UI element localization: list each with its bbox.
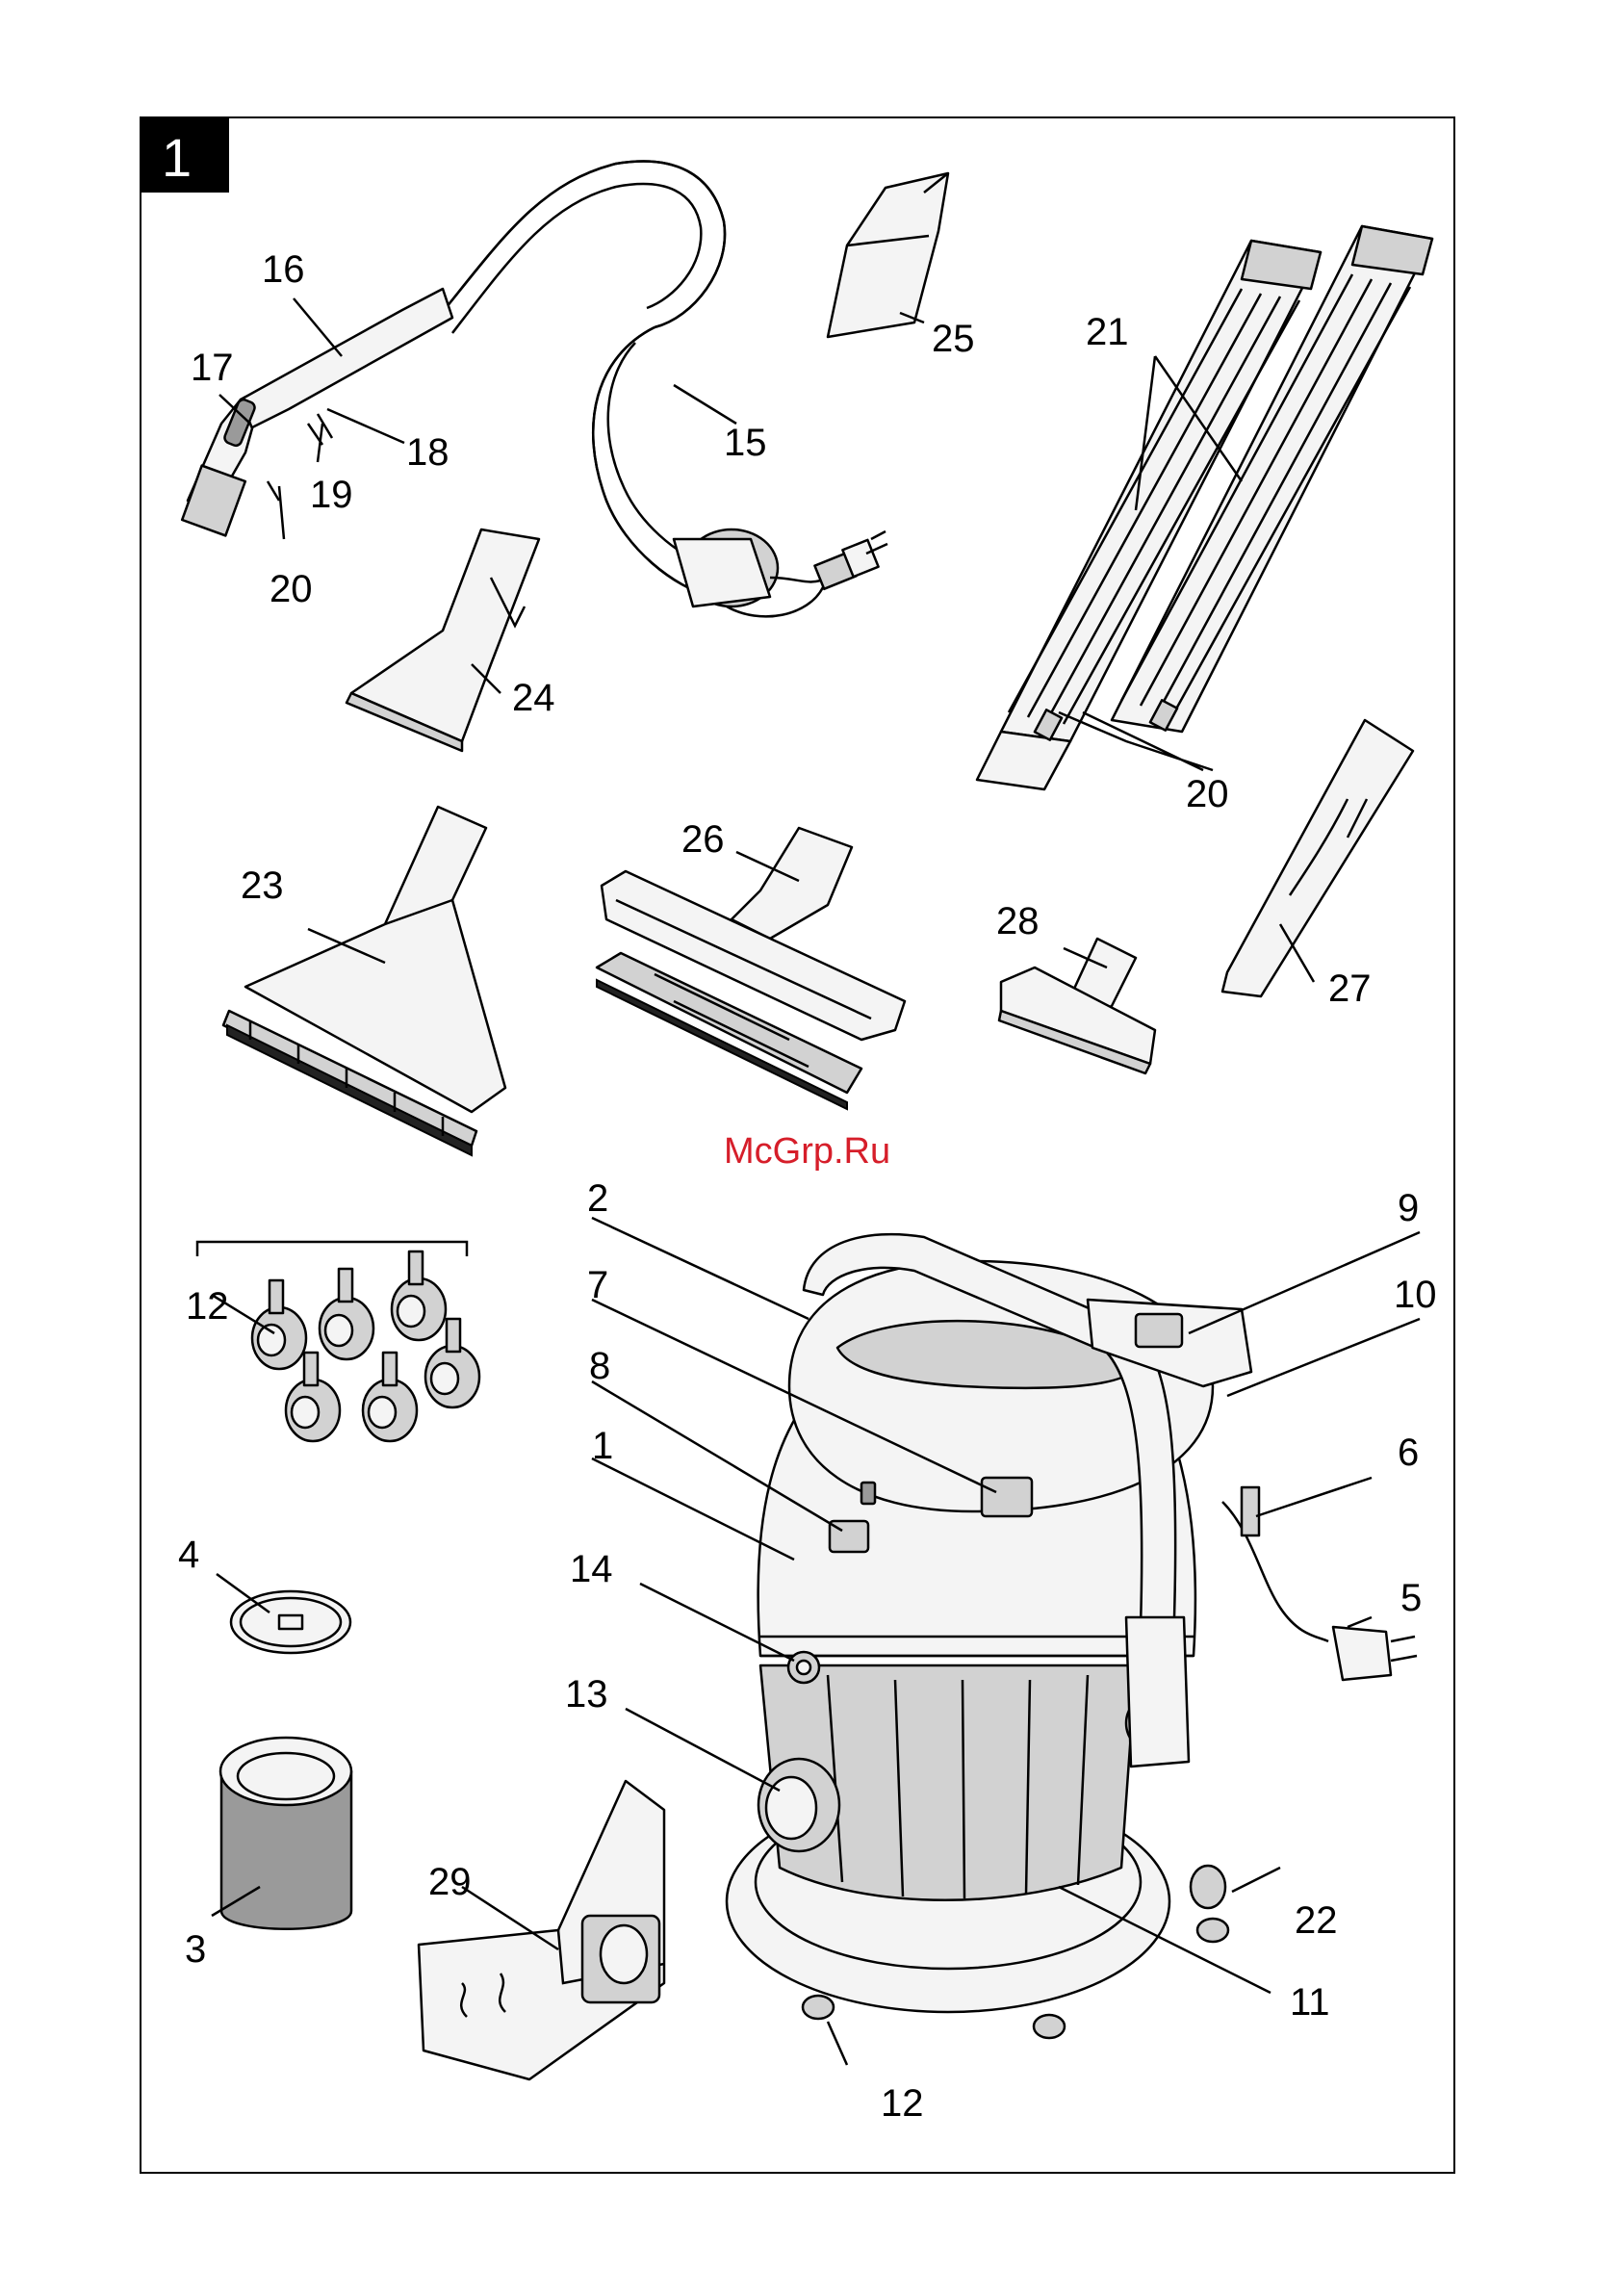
callout-17: 17 — [191, 347, 234, 389]
suction-tubes — [977, 226, 1432, 789]
callout-4: 4 — [178, 1534, 199, 1576]
castor-2 — [320, 1269, 373, 1359]
castor-4 — [286, 1353, 340, 1441]
callout-29: 29 — [428, 1861, 472, 1903]
figure-number: 1 — [162, 127, 192, 188]
filter-retaining-plate — [231, 1591, 350, 1653]
callout-15: 15 — [724, 422, 767, 464]
callout-21: 21 — [1086, 311, 1129, 353]
watermark: McGrp.Ru — [724, 1131, 890, 1172]
callout-6: 6 — [1398, 1432, 1419, 1474]
callout-10: 10 — [1394, 1274, 1437, 1316]
callout-20-tubes: 20 — [1186, 773, 1229, 815]
callout-18: 18 — [406, 431, 449, 474]
callout-12-base: 12 — [881, 2082, 924, 2125]
callout-28: 28 — [996, 900, 1040, 942]
filter-bag — [419, 1781, 664, 2079]
callout-23: 23 — [241, 864, 284, 907]
callout-5: 5 — [1400, 1577, 1422, 1619]
cartridge-filter — [220, 1738, 351, 1929]
callout-19: 19 — [310, 474, 353, 516]
upholstery-nozzle — [347, 529, 539, 751]
callout-20-handle: 20 — [270, 568, 313, 610]
callout-25: 25 — [932, 318, 975, 360]
callout-27: 27 — [1328, 967, 1372, 1010]
castor-5 — [363, 1353, 417, 1441]
callout-26: 26 — [681, 818, 725, 861]
callout-3: 3 — [185, 1928, 206, 1971]
callout-12-castors: 12 — [186, 1285, 229, 1328]
callout-11: 11 — [1290, 1981, 1330, 2024]
callout-16: 16 — [262, 248, 305, 291]
callout-7: 7 — [587, 1264, 608, 1306]
callout-13: 13 — [565, 1673, 608, 1716]
callout-22: 22 — [1295, 1899, 1338, 1942]
callout-24: 24 — [512, 677, 555, 719]
joint-piece — [828, 173, 948, 337]
callout-9: 9 — [1398, 1187, 1419, 1229]
castor-3 — [392, 1251, 446, 1340]
callout-1: 1 — [592, 1425, 613, 1467]
wide-upholstery-nozzle — [223, 807, 505, 1155]
small-suction-nozzle — [999, 939, 1155, 1073]
crevice-nozzle — [1222, 720, 1413, 996]
castor-set — [197, 1242, 479, 1441]
callout-8: 8 — [589, 1345, 610, 1387]
floor-nozzle — [597, 828, 905, 1109]
callout-14: 14 — [570, 1548, 613, 1590]
callout-2: 2 — [587, 1177, 608, 1220]
